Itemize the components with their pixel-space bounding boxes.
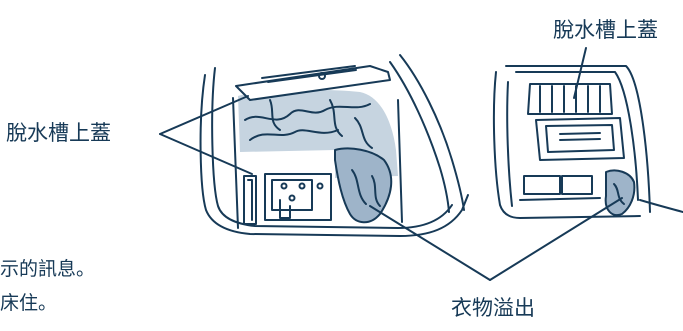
label-clothes-overflow: 衣物溢出 — [451, 298, 535, 319]
body-text-line-2: 床住。 — [0, 294, 57, 313]
left-washer-illustration — [201, 55, 468, 236]
body-text-line-1: 示的訊息。 — [0, 260, 95, 279]
right-washer-illustration — [494, 66, 683, 218]
label-lid-left: 脫水槽上蓋 — [6, 123, 111, 144]
label-lid-right: 脫水槽上蓋 — [553, 20, 658, 41]
